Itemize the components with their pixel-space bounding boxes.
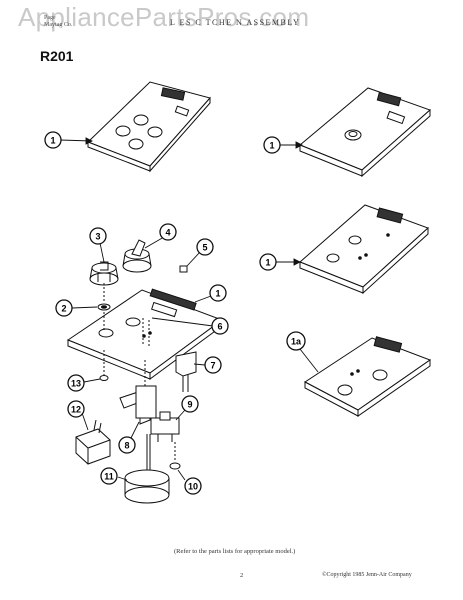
callout-11-label: 11	[104, 472, 114, 482]
callout-1-middle-right-label: 1	[265, 258, 270, 268]
callout-12-label: 12	[71, 405, 81, 415]
leader-lines	[59, 137, 319, 481]
callout-10: 10	[184, 477, 202, 495]
callout-1-top-left-label: 1	[50, 136, 55, 146]
footer-note: (Refer to the parts lists for appropriat…	[174, 548, 296, 555]
callout-8: 8	[118, 436, 136, 454]
header-left-info: Page Maytag Co.	[44, 15, 72, 29]
callout-9-label: 9	[187, 400, 192, 410]
watermark: AppliancePartsPros.com	[18, 2, 310, 32]
callout-12: 12	[67, 400, 85, 418]
console-1a	[304, 336, 432, 417]
callout-4-label: 4	[165, 228, 170, 238]
callout-5: 5	[196, 238, 214, 256]
callout-1a-label: 1a	[291, 337, 302, 347]
callout-3: 3	[89, 227, 107, 245]
header-left-line-2: Maytag Co.	[44, 22, 73, 28]
callout-6: 6	[211, 317, 229, 335]
header-left-line-1: Page	[44, 15, 56, 21]
callout-10-label: 10	[188, 482, 198, 492]
callout-6-label: 6	[217, 322, 222, 332]
callout-4: 4	[159, 223, 177, 241]
console-two-knob	[299, 204, 429, 295]
callout-13: 13	[67, 374, 85, 392]
callout-1-top-right-label: 1	[269, 141, 274, 151]
page-number: 2	[240, 572, 244, 579]
callout-2-label: 2	[61, 304, 66, 314]
console-four-knob	[87, 81, 211, 173]
page-title: L ES C TCHE N ASSEMBLY	[170, 18, 301, 27]
callout-1-exploded-label: 1	[215, 289, 220, 299]
copyright-text: ©Copyright 1985 Jenn-Air Company	[322, 572, 412, 578]
callout-3-label: 3	[95, 232, 100, 242]
console-single-knob	[299, 87, 431, 178]
callout-1-top-left: 1	[44, 131, 62, 149]
callout-1a: 1a	[286, 331, 306, 351]
callout-7-label: 7	[210, 361, 215, 371]
callout-8-label: 8	[124, 441, 129, 451]
callout-1-middle-right: 1	[259, 253, 277, 271]
callout-9: 9	[181, 395, 199, 413]
model-number: R201	[40, 48, 74, 64]
callout-1-exploded: 1	[209, 284, 227, 302]
callout-11: 11	[100, 467, 118, 485]
callout-5-label: 5	[202, 243, 207, 253]
exploded-assembly	[66, 239, 224, 504]
callout-13-label: 13	[71, 379, 81, 389]
callout-7: 7	[204, 356, 222, 374]
callout-1-top-right: 1	[263, 136, 281, 154]
callout-2: 2	[55, 299, 73, 317]
